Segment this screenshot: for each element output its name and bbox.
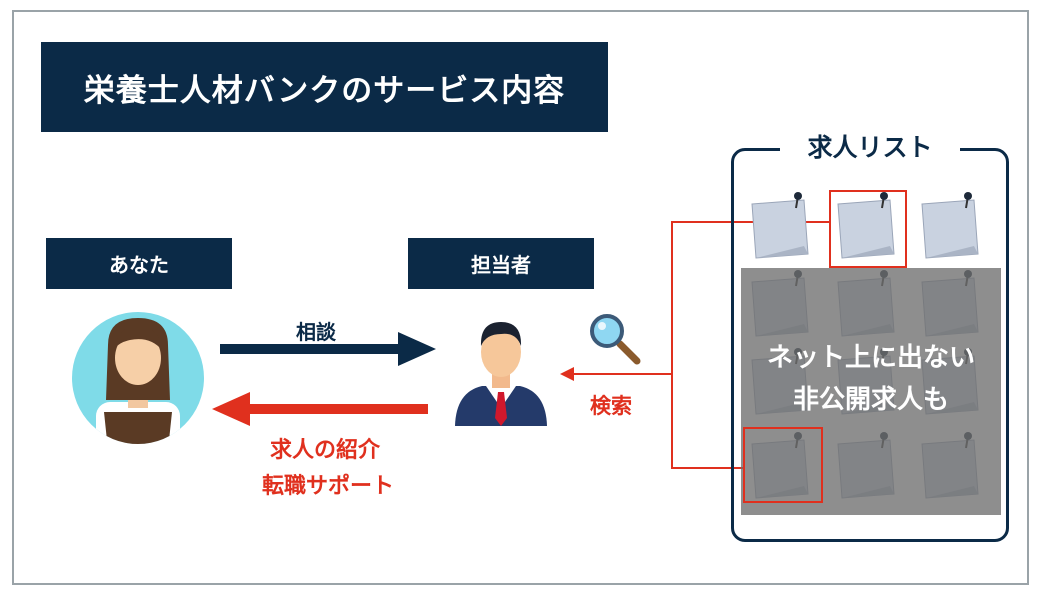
- consult-arrow: [220, 332, 436, 366]
- you-label: あなた: [46, 238, 232, 289]
- support-label: 転職サポート: [262, 474, 395, 499]
- highlight-box-bottom: [743, 427, 823, 503]
- hidden-jobs-text: ネット上に出ない 非公開求人も: [741, 337, 1001, 421]
- intro-arrow: [212, 392, 428, 426]
- page-title: 栄養士人材バンクのサービス内容: [41, 42, 608, 132]
- hidden-jobs-line1: ネット上に出ない: [766, 343, 975, 373]
- hidden-jobs-overlay: [741, 268, 1001, 515]
- search-arrow-head: [560, 367, 574, 381]
- highlight-box-top: [829, 190, 907, 268]
- intro-label: 求人の紹介: [270, 438, 381, 463]
- search-connector: [572, 221, 830, 469]
- woman-avatar-icon: [72, 312, 204, 444]
- outer-frame: [12, 10, 1029, 585]
- staff-label: 担当者: [408, 238, 594, 289]
- businessman-icon: [455, 322, 547, 426]
- hidden-jobs-line2: 非公開求人も: [792, 385, 949, 415]
- consult-label: 相談: [296, 320, 336, 344]
- search-label: 検索: [590, 394, 632, 418]
- magnifier-icon: [590, 314, 641, 365]
- job-list-title: 求人リスト: [780, 128, 960, 164]
